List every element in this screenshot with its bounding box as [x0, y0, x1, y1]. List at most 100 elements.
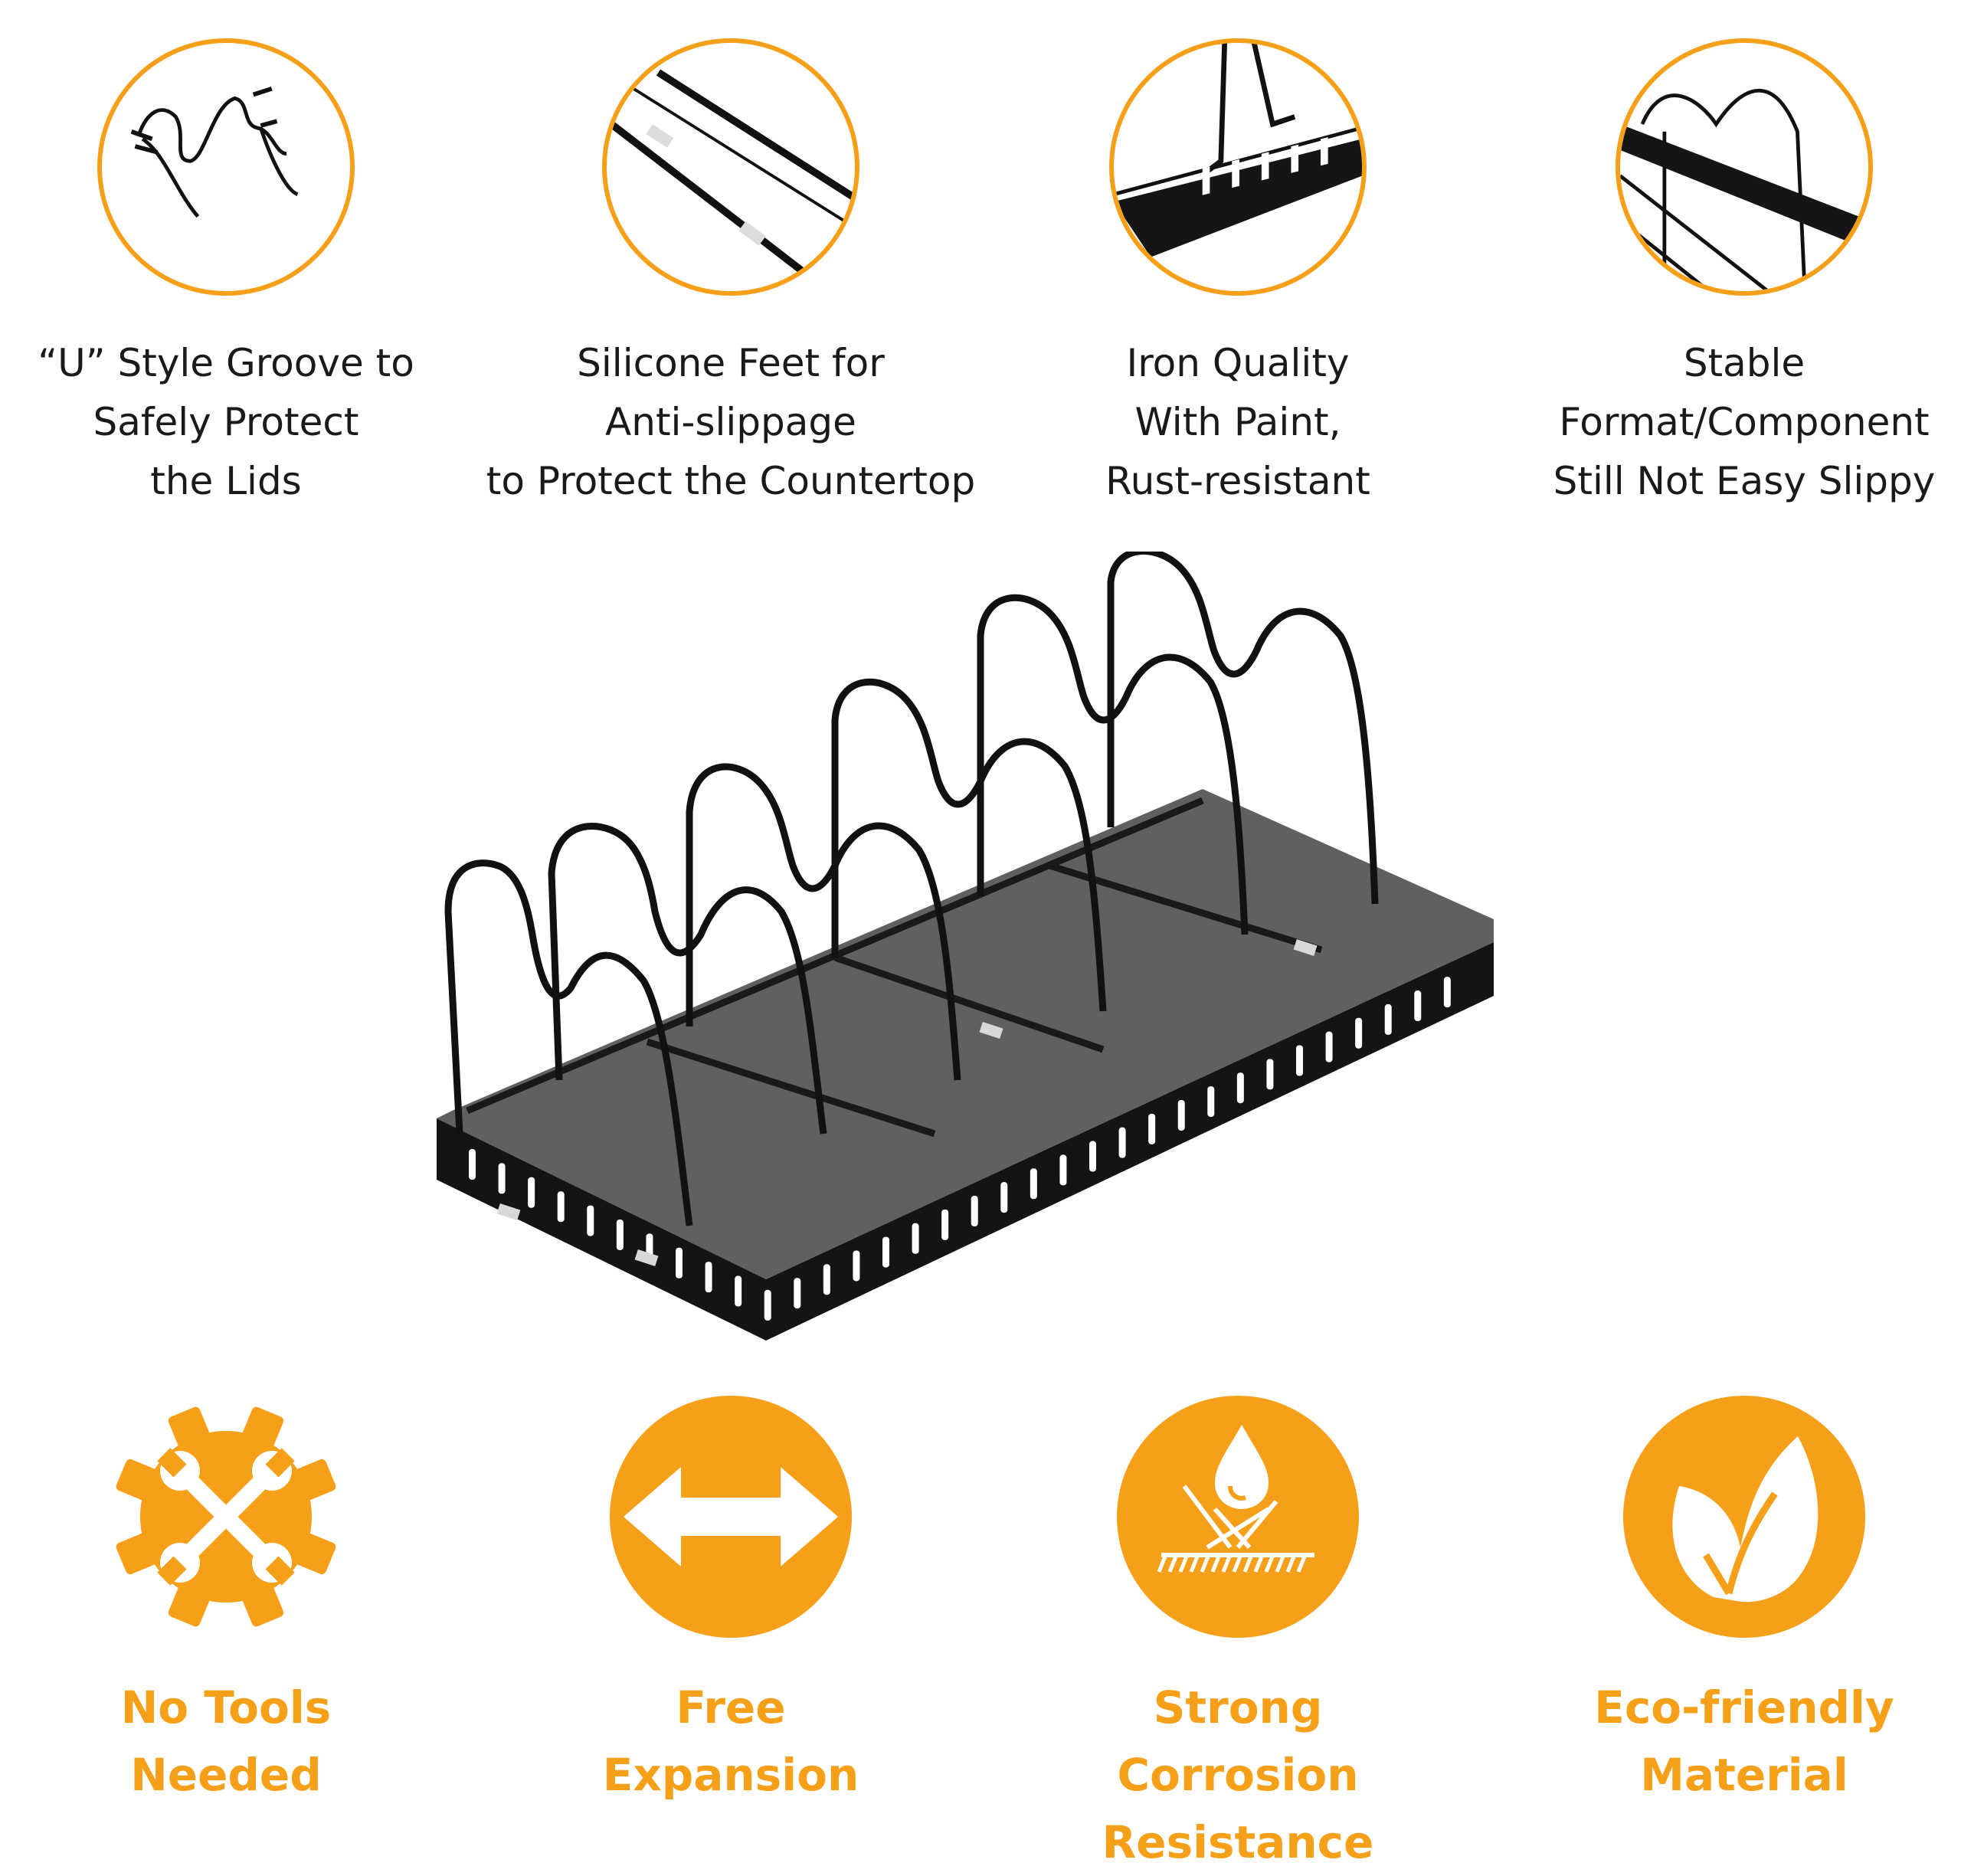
- rack-slot: [1207, 1086, 1215, 1118]
- stable-frame-detail-icon: [1620, 88, 1868, 291]
- hatch-mark: [1285, 1556, 1296, 1573]
- rack-slot: [557, 1191, 565, 1223]
- no-tools-badge: [103, 1394, 349, 1639]
- rack-slot: [1266, 1059, 1274, 1090]
- feature-caption-line: Rust-resistant: [1105, 459, 1370, 503]
- feature-caption-line: With Paint,: [1134, 400, 1341, 444]
- rack-slot: [1384, 1003, 1392, 1035]
- feature-caption-line: Anti-slippage: [605, 400, 856, 444]
- hatch-mark: [1178, 1556, 1189, 1573]
- rack-slot: [735, 1275, 742, 1307]
- hatch-mark: [1242, 1556, 1253, 1573]
- rack-slot: [528, 1177, 535, 1208]
- hatch-mark: [1210, 1556, 1221, 1573]
- feature-u-groove: “U” Style Groove to Safely Protect the L…: [0, 38, 479, 511]
- rack-slot: [1000, 1182, 1008, 1213]
- feature-caption-line: Stable: [1683, 341, 1805, 385]
- rack-slot: [1443, 977, 1451, 1008]
- free-expansion-badge: [608, 1394, 853, 1639]
- rack-slot: [1089, 1141, 1096, 1172]
- feature-caption-line: Iron Quality: [1126, 341, 1350, 385]
- hatch-mark: [1157, 1556, 1167, 1573]
- hatch-mark: [1167, 1556, 1178, 1573]
- hatch-mark: [1200, 1556, 1210, 1573]
- benefit-free-expansion: Free Expansion: [478, 1394, 984, 1809]
- silicone-feet-detail-icon: [607, 69, 855, 291]
- rack-slot: [853, 1250, 860, 1282]
- rack-slot: [941, 1209, 949, 1240]
- double-arrow-icon: [610, 1396, 852, 1638]
- rack-slot: [971, 1196, 978, 1227]
- rack-slot: [1059, 1154, 1067, 1186]
- gear-tooth: [290, 1531, 336, 1575]
- gear-tooth: [290, 1459, 336, 1502]
- feature-caption-line: the Lids: [150, 459, 302, 503]
- rack-slot: [912, 1223, 919, 1254]
- iron-base-detail-icon: [1114, 43, 1362, 257]
- feature-caption-line: Still Not Easy Slippy: [1553, 459, 1936, 503]
- gear-tooth: [241, 1580, 284, 1627]
- hatch-mark: [1296, 1556, 1307, 1573]
- hatch-mark: [1221, 1556, 1232, 1573]
- iron-base-detail-image: [1109, 38, 1367, 296]
- rack-slot: [882, 1236, 889, 1268]
- benefit-caption-line: Eco-friendly: [1594, 1681, 1894, 1734]
- hatch-mark: [1264, 1556, 1275, 1573]
- rack-slot: [1177, 1099, 1185, 1131]
- benefit-caption-line: Expansion: [602, 1749, 859, 1801]
- rack-slot: [1030, 1168, 1037, 1200]
- rack-slot: [1325, 1031, 1333, 1062]
- benefit-caption-line: No Tools: [120, 1681, 332, 1734]
- rack-slot: [498, 1163, 506, 1194]
- gear-tooth: [116, 1531, 162, 1575]
- benefit-no-tools: No Tools Needed: [0, 1394, 479, 1809]
- corrosion-badge: [1115, 1394, 1360, 1639]
- rack-slot: [1236, 1072, 1244, 1104]
- pot-lid-rack-icon: [437, 552, 1494, 1341]
- u-groove-detail-image: [97, 38, 355, 296]
- rack-slot: [1355, 1017, 1363, 1049]
- feature-caption-line: “U” Style Groove to: [38, 341, 414, 385]
- benefit-caption-line: Needed: [130, 1749, 322, 1801]
- leaf-icon: [1623, 1396, 1865, 1638]
- eco-friendly-badge: [1622, 1394, 1867, 1639]
- rack-slot: [705, 1262, 712, 1293]
- pot-lid-rack-image: [437, 552, 1524, 1364]
- rack-slot: [616, 1219, 624, 1250]
- rack-slot: [676, 1247, 683, 1278]
- benefit-caption-line: Strong: [1153, 1681, 1323, 1734]
- feature-caption-line: Safely Protect: [93, 400, 359, 444]
- rack-slot: [1296, 1045, 1303, 1076]
- hatch-mark: [1275, 1556, 1285, 1573]
- rack-slot: [1118, 1127, 1126, 1158]
- rack-slot: [587, 1205, 594, 1236]
- gear-tooth: [116, 1459, 162, 1502]
- water-drop-shield-icon: [1117, 1396, 1359, 1638]
- benefit-eco-friendly: Eco-friendly Material: [1491, 1394, 1961, 1809]
- gear-tooth: [168, 1580, 211, 1627]
- feature-stable-format: Stable Format/Component Still Not Easy S…: [1491, 38, 1961, 511]
- hatch-mark: [1253, 1556, 1264, 1573]
- benefit-caption-line: Resistance: [1102, 1816, 1374, 1868]
- hatch-mark: [1189, 1556, 1200, 1573]
- u-groove-detail-icon: [130, 87, 299, 218]
- benefit-caption-line: Material: [1640, 1749, 1848, 1801]
- stable-frame-detail-image: [1616, 38, 1873, 296]
- rack-slot: [794, 1278, 801, 1309]
- rack-slot: [764, 1289, 771, 1321]
- gear-tooth: [168, 1406, 211, 1453]
- feature-caption-line: Format/Component: [1559, 400, 1930, 444]
- feature-caption-line: to Protect the Countertop: [486, 459, 976, 503]
- gear-wrench-icon: [116, 1406, 336, 1627]
- rack-slot: [1148, 1113, 1156, 1144]
- feature-iron-quality: Iron Quality With Paint, Rust-resistant: [985, 38, 1491, 511]
- rack-slot: [823, 1264, 830, 1295]
- rack-slot: [1414, 990, 1422, 1022]
- gear-tooth: [241, 1406, 284, 1453]
- hatch-mark: [1232, 1556, 1242, 1573]
- feature-silicone-feet: Silicone Feet for Anti-slippage to Prote…: [478, 38, 984, 511]
- rack-slot: [469, 1149, 476, 1180]
- feature-caption-line: Silicone Feet for: [577, 341, 885, 385]
- benefit-corrosion-resistance: Strong Corrosion Resistance: [985, 1394, 1491, 1876]
- benefit-caption-line: Free: [676, 1681, 786, 1734]
